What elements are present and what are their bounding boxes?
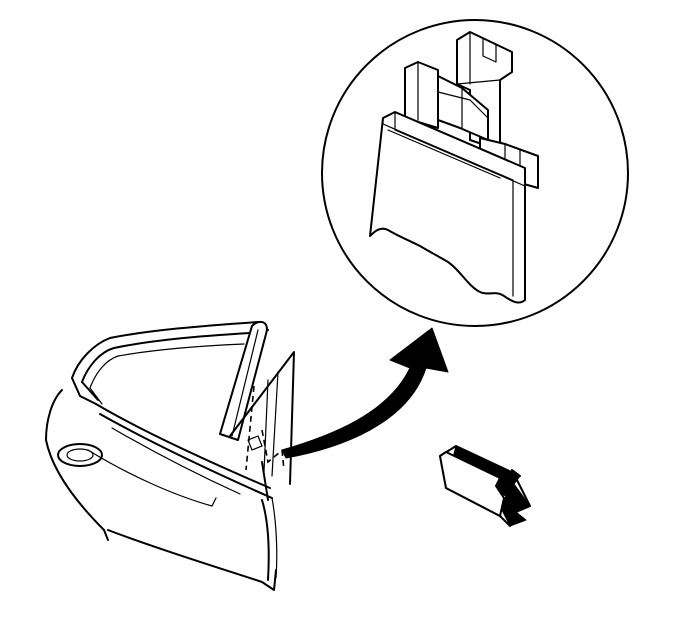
callout-arrow-shape	[281, 327, 449, 459]
window-frame-outer	[71, 321, 269, 379]
door-handle	[57, 443, 103, 467]
door-panel	[45, 321, 278, 591]
window-belt-molding	[219, 320, 295, 501]
detail-circle	[321, 19, 629, 327]
molding-front-face	[369, 111, 526, 304]
vehicle-front-arrow	[439, 445, 531, 527]
callout-arrow	[281, 327, 449, 459]
molding-clip-detail	[321, 19, 629, 327]
belt-line	[95, 403, 271, 489]
window-frame-inner	[81, 332, 251, 383]
molding-strip	[219, 320, 268, 441]
door-skin	[45, 389, 109, 541]
